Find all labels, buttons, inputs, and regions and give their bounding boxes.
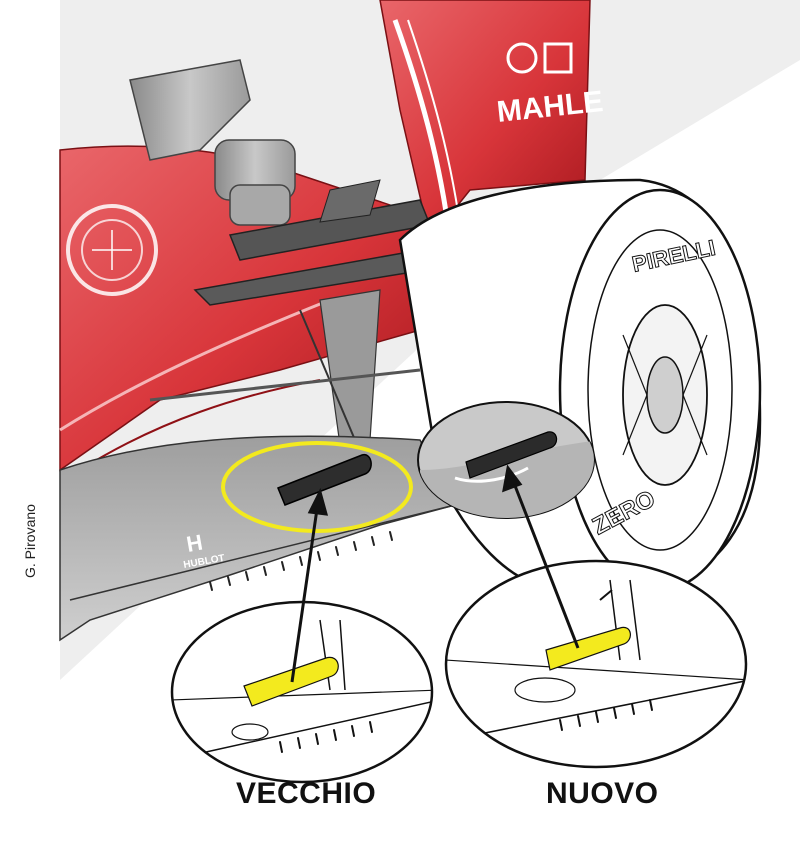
highlight-ring [221,441,413,533]
rear-tyre: PIRELLI ZERO [398,178,762,592]
floor-undertray: H HUBLOT [59,435,457,642]
label-new-version: NUOVO [546,777,659,810]
sponsor-roundel [66,204,158,296]
arrows [290,464,580,683]
suspension-parts [129,59,432,446]
detail-bubble-new [444,559,748,769]
floor-slots [209,531,393,591]
artist-credit: G. Pirovano [22,504,38,578]
deflector-on-car [277,454,372,506]
detail-bubble-old [170,600,434,784]
svg-text:H: H [185,530,205,557]
label-old-version: VECCHIO [236,777,377,810]
arrow-old [290,501,320,683]
arrow-new [510,477,580,649]
new-part-highlight [545,626,631,671]
sponsor-emblem-top [506,42,573,74]
